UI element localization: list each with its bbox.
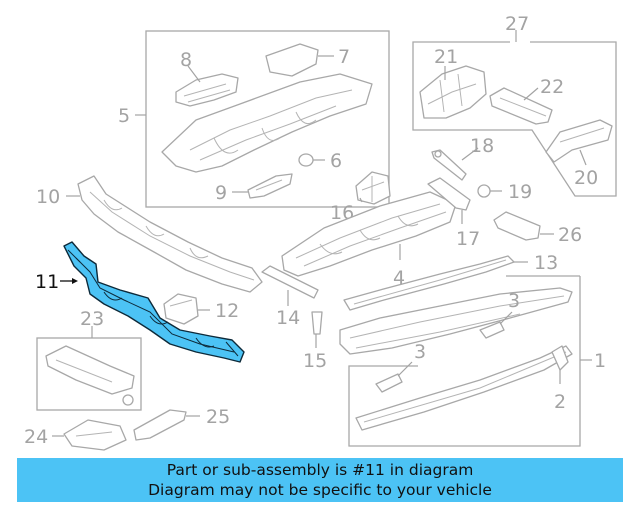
part-3-bracket-a	[479, 321, 505, 339]
part-23-panel	[45, 345, 135, 395]
callout-24: 24	[24, 426, 48, 448]
callout-3b: 3	[414, 341, 426, 363]
part-4-front-floor	[281, 191, 457, 277]
part-2-bracket	[551, 345, 569, 371]
callout-22: 22	[540, 76, 564, 98]
callout-2: 2	[554, 391, 566, 413]
callout-20: 20	[574, 167, 598, 189]
callout-12: 12	[215, 300, 239, 322]
footer-line-1: Part or sub-assembly is #11 in diagram	[166, 461, 474, 479]
part-13-group: 13	[343, 252, 558, 311]
part-25-group: 25	[133, 406, 230, 441]
callout-15: 15	[303, 350, 327, 372]
part-15-bolt	[311, 311, 323, 335]
callout-14: 14	[276, 307, 300, 329]
part-7-bracket	[265, 43, 319, 77]
callout-7: 7	[338, 46, 350, 68]
part-17-member	[427, 177, 471, 211]
group-box-5: 5 8 7 6 9	[118, 30, 390, 208]
part-16-bracket	[355, 171, 391, 205]
part-18-cable	[431, 149, 467, 181]
part-19-group: 19	[477, 181, 532, 203]
callout-8: 8	[180, 49, 192, 71]
footer-banner: Part or sub-assembly is #11 in diagram D…	[17, 458, 623, 502]
part-14-group: 14	[261, 265, 319, 329]
callout-1: 1	[594, 350, 606, 372]
callout-5: 5	[118, 105, 130, 127]
part-15-group: 15	[303, 311, 327, 372]
footer-line-2: Diagram may not be specific to your vehi…	[148, 481, 492, 499]
group-box-23: 23	[36, 308, 142, 411]
part-20-member	[545, 119, 613, 163]
part-10-frame-rail	[77, 175, 263, 293]
callout-21: 21	[434, 46, 458, 68]
group-box-27: 27 21 22 20	[412, 13, 617, 197]
callout-23: 23	[80, 308, 104, 330]
part-17-group: 17	[427, 177, 480, 250]
group-box-1: 1 3 3 2	[339, 275, 606, 447]
part-12-bracket	[163, 293, 199, 325]
part-8-bracket	[175, 73, 239, 107]
callout-6: 6	[330, 150, 342, 172]
part-12-group: 12	[163, 293, 239, 325]
callout-11: 11	[35, 271, 59, 293]
part-6-plug	[298, 153, 314, 167]
callout-27: 27	[505, 13, 529, 35]
callout-13: 13	[534, 252, 558, 274]
callout-3a: 3	[508, 290, 520, 312]
part-26-bracket	[493, 211, 541, 241]
part-19-grommet	[477, 184, 491, 198]
callout-25: 25	[206, 406, 230, 428]
part-26-group: 26	[493, 211, 582, 246]
callout-26: 26	[558, 224, 582, 246]
callout-9: 9	[215, 182, 227, 204]
rocker-inner-panel	[339, 287, 573, 355]
part-24-group: 24	[24, 419, 127, 451]
callout-10: 10	[36, 186, 60, 208]
callout-19: 19	[508, 181, 532, 203]
callout-17: 17	[456, 228, 480, 250]
part-24-cover	[63, 419, 127, 451]
callout-18: 18	[470, 135, 494, 157]
part-14-member	[261, 265, 319, 299]
part-16-group: 16	[330, 171, 391, 224]
part-9-reinforcement	[247, 173, 293, 199]
rear-floor-pan	[161, 73, 373, 173]
part-11-group: 11	[35, 241, 245, 363]
part-3-bracket-b	[375, 373, 403, 393]
part-18-group: 18	[431, 135, 494, 181]
part-25-brace	[133, 409, 187, 441]
part-10-group: 10	[36, 175, 263, 293]
